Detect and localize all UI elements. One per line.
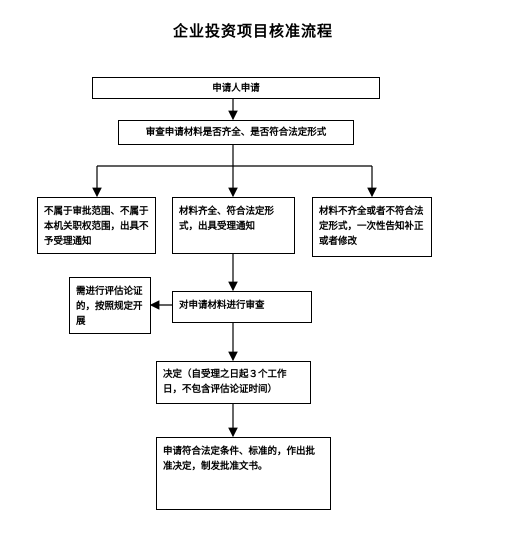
step-decision: 决定（自受理之日起３个工作日，不包含评估论证时间） <box>156 361 311 404</box>
step-approve: 申请符合法定条件、标准的，作出批准决定，制发批准文书。 <box>156 437 331 510</box>
step-assessment: 需进行评估论证的，按照规定开展 <box>69 277 151 334</box>
step-accept: 材料齐全、符合法定形式，出具受理通知 <box>172 197 295 254</box>
page-title: 企业投资项目核准流程 <box>172 22 333 40</box>
step-incomplete: 材料不齐全或者不符合法定形式，一次性告知补正或者修改 <box>312 197 432 257</box>
step-reject-scope: 不属于审批范围、不属于本机关职权范围，出具不予受理通知 <box>37 197 156 254</box>
step-review-materials: 审查申请材料是否齐全、是否符合法定形式 <box>118 120 354 145</box>
step-examine: 对申请材料进行审查 <box>172 291 312 323</box>
step-apply: 申请人申请 <box>92 77 380 99</box>
